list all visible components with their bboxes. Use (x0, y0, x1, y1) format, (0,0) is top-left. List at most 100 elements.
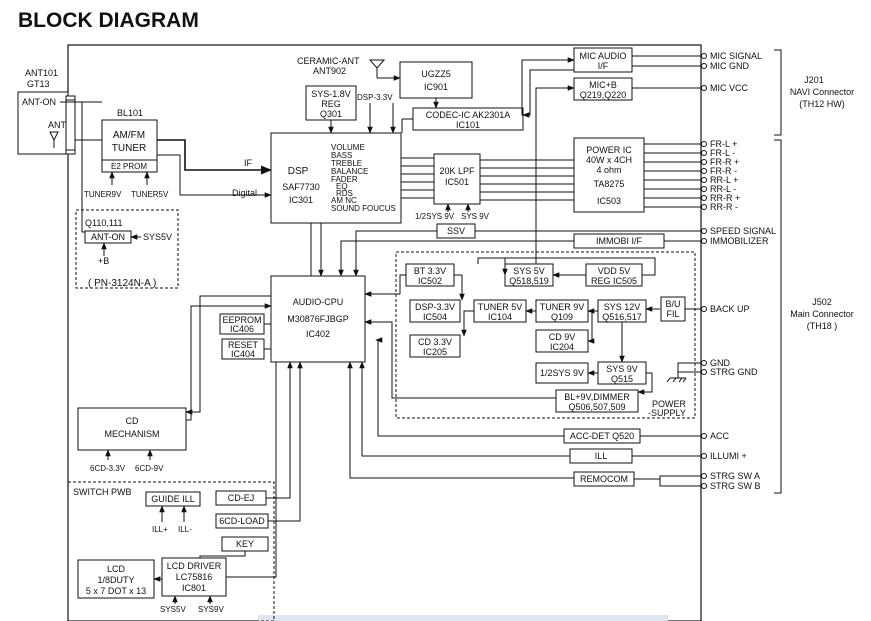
sys18-l1: SYS-1.8V (311, 89, 351, 99)
mic-audio-l2: I/F (598, 61, 609, 71)
bt33-l2: IC502 (418, 276, 442, 286)
power-ic-block: POWER IC 40W x 4CH 4 ohm TA8275 IC503 (573, 137, 701, 213)
out-acc: ACC (710, 431, 730, 441)
gt13-label: GT13 (27, 79, 50, 89)
lpf-l2: IC501 (445, 177, 469, 187)
ssv-label: SSV (447, 226, 465, 236)
guide-ill-label: GUIDE ILL (151, 494, 195, 504)
j502-l1: J502 (812, 297, 832, 307)
sys18-l3: Q301 (320, 109, 342, 119)
guide-ill-pin-a: ILL+ (152, 525, 168, 534)
bl9v-l2: Q506,507,509 (568, 402, 625, 412)
ic901-label: IC901 (424, 82, 448, 92)
out-speaker: RR-L + (710, 175, 738, 185)
eeprom-l1: EEPROM (222, 315, 261, 325)
antenna-jack-icon (49, 131, 59, 142)
ceramic-ant-label: CERAMIC-ANT (297, 56, 360, 66)
ant-on-jack-label: ANT-ON (22, 97, 56, 107)
reset-l2: IC404 (231, 349, 255, 359)
power-ic-l2: 40W x 4CH (586, 155, 632, 165)
diagram-title: BLOCK DIAGRAM (18, 9, 199, 32)
ant-on-label: ANT-ON (91, 232, 125, 242)
dsp-feature: BALANCE (331, 167, 368, 176)
lpf-sys9v: SYS 9V (461, 212, 490, 221)
j201-l1: J201 (804, 75, 824, 85)
tuner-line2: TUNER (112, 143, 146, 154)
bl9v-l1: BL+9V,DIMMER (564, 392, 630, 402)
dsp-part: SAF7730 (282, 182, 320, 192)
cd-mechanism-block: CD MECHANISM 6CD-3.3V 6CD-9V (77, 407, 187, 473)
pn-module-label: ( PN-3124N-A ) (88, 278, 156, 289)
tuner5v-l2: IC104 (488, 312, 512, 322)
accessory-section: ACC-DET Q520 ILL REMOCOM (563, 428, 701, 487)
tuner-bl-label: BL101 (117, 108, 143, 118)
out-mic-gnd: MIC GND (710, 61, 749, 71)
e2prom-box (101, 159, 158, 173)
j201-l3: (TH12 HW) (799, 99, 845, 109)
dsp33-reg-box (409, 299, 461, 323)
power-ic-l4: TA8275 (594, 179, 625, 189)
out-gnd: GND (710, 358, 731, 368)
lpf-block: 20K LPF IC501 1/2SYS 9V SYS 9V (415, 153, 574, 221)
lcd-driver-pin-b: SYS9V (198, 605, 224, 614)
dsp-ic: IC301 (289, 195, 313, 205)
bu-fil-l1: B/U (665, 299, 680, 309)
sys9v-l1: SYS 9V (606, 364, 638, 374)
lcd-driver-l2: LC75816 (176, 572, 213, 582)
digital-signal-label: Digital (232, 188, 257, 198)
tuner9v-l2: Q109 (551, 312, 573, 322)
sys5v-l1: SYS 5V (513, 266, 545, 276)
audio-cpu-l2: M30876FJBGP (287, 314, 349, 324)
cd9v-l1: CD 9V (549, 332, 576, 342)
tuner9v-l1: TUNER 9V (540, 302, 585, 312)
dsp33reg-l2: IC504 (423, 312, 447, 322)
connector-brackets: J201 NAVI Connector (TH12 HW) J502 Main … (774, 49, 854, 494)
power-supply-l2: -SUPPLY (648, 408, 686, 418)
ceramic-ant-part: ANT902 (313, 66, 346, 76)
cd33-l2: IC205 (423, 347, 447, 357)
ant-jack-label: ANT (48, 120, 67, 130)
ill-label: ILL (595, 451, 608, 461)
out-mic-vcc: MIC VCC (710, 83, 749, 93)
cd-mech-pin-a: 6CD-3.3V (90, 464, 126, 473)
out-speaker: FR-R - (710, 166, 737, 176)
vdd5v-l1: VDD 5V (598, 266, 631, 276)
out-strg-sw-a: STRG SW A (710, 471, 760, 481)
out-backup: BACK UP (710, 304, 750, 314)
j201-l2: NAVI Connector (790, 87, 854, 97)
mic-b-l2: Q219,Q220 (580, 90, 627, 100)
lpf-l1: 20K LPF (439, 166, 475, 176)
ugzz5-label: UGZZ5 (421, 69, 451, 79)
ant-ctrl-part: Q110,111 (85, 218, 123, 228)
out-immobilizer: IMMOBILIZER (710, 236, 769, 246)
audio-cpu-l3: IC402 (306, 329, 330, 339)
out-speaker: RR-R + (710, 193, 740, 203)
out-strg-sw-b: STRG SW B (710, 481, 761, 491)
main-board-frame (67, 44, 702, 621)
ant-ctrl-plus-b: +B (98, 256, 109, 266)
dsp-feature: VOLUME (331, 143, 365, 152)
bu-fil-l2: FIL (666, 309, 679, 319)
audio-cpu-block: AUDIO-CPU M30876FJBGP IC402 EEPROM IC406… (185, 275, 574, 479)
lcd-driver-pin-a: SYS5V (160, 605, 186, 614)
dsp-feature: SOUND FOUCUS (331, 204, 396, 213)
dsp-feature: TREBLE (331, 159, 362, 168)
audio-cpu-l1: AUDIO-CPU (293, 297, 344, 307)
cd-mech-l1: CD (126, 416, 139, 426)
out-strg-gnd: STRG GND (710, 367, 758, 377)
sys18-reg: SYS-1.8V REG Q301 DSP-3.3V (305, 85, 396, 134)
power-ic-l1: POWER IC (586, 145, 632, 155)
lcd-driver-box (161, 557, 227, 597)
dsp33-supply-label: DSP-3.3V (357, 93, 393, 102)
power-ic-l5: IC503 (597, 196, 621, 206)
sys9v-l2: Q515 (611, 374, 633, 384)
ugzz5-box (399, 61, 473, 99)
antenna-connector (65, 95, 76, 155)
mic-audio-l1: MIC AUDIO (579, 51, 626, 61)
j502-l2: Main Connector (790, 309, 854, 319)
codec-block: CODEC-IC AK2301A IC101 (401, 57, 575, 133)
lcd-driver-l1: LCD DRIVER (167, 561, 222, 571)
sys12v-l2: Q516,517 (602, 312, 642, 322)
dsp33reg-l1: DSP-3.3V (415, 302, 455, 312)
immobi-label: IMMOBI I/F (596, 236, 643, 246)
